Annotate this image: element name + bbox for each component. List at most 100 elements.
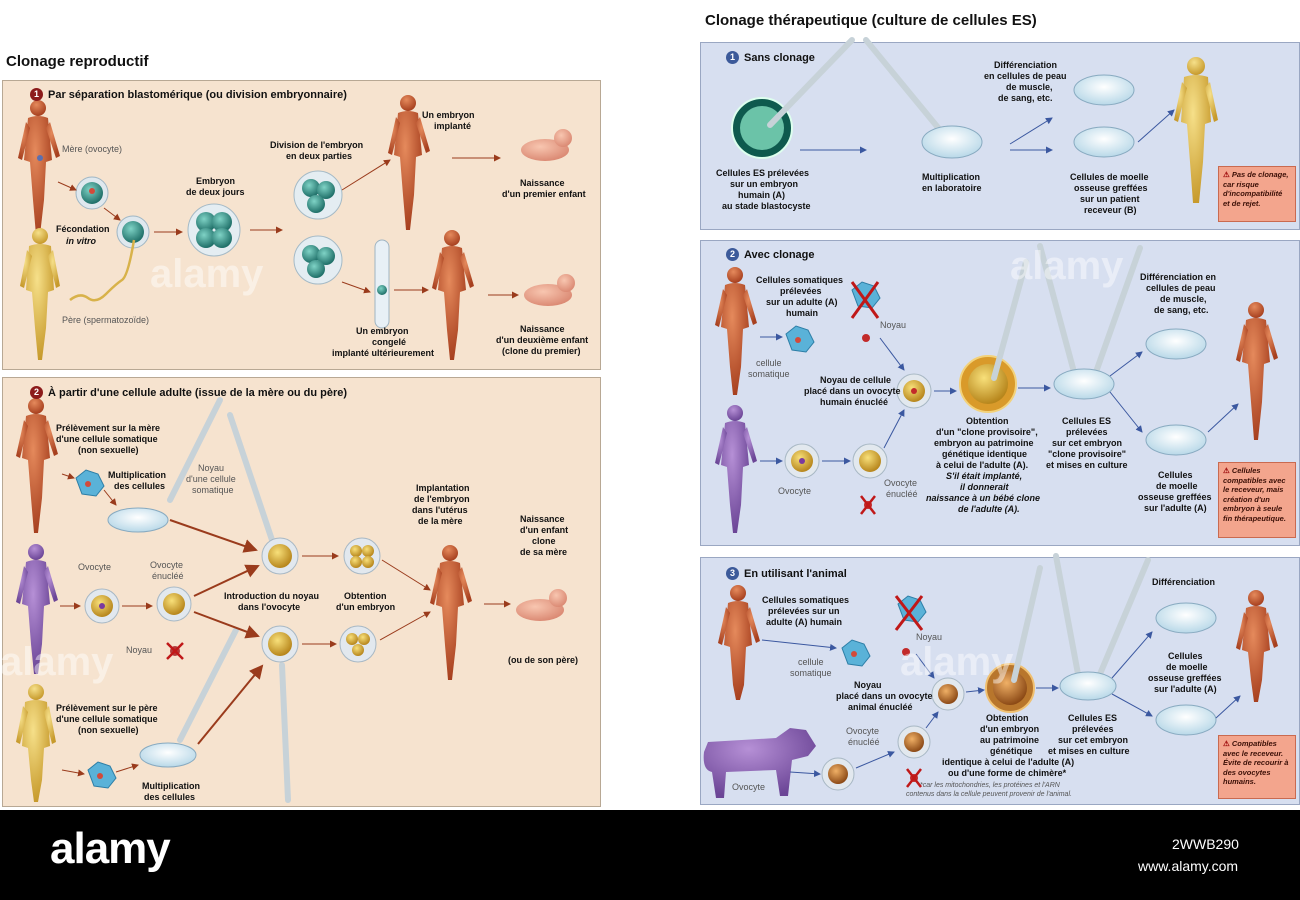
label-mult2-1: Multiplication xyxy=(142,781,200,791)
label-moelle3-3: osseuse greffées xyxy=(1148,673,1222,683)
label-implant-1: Implantation xyxy=(416,483,470,493)
label-ovocyte3: Ovocyte xyxy=(732,782,766,792)
label-som-2: prélevées xyxy=(780,286,822,296)
right-section-title: Clonage thérapeutique (culture de cellul… xyxy=(705,12,1037,29)
panel-title-text: Avec clonage xyxy=(744,248,815,261)
label-ovocyte-enuc-1: Ovocyte xyxy=(150,560,184,570)
label-obt-9: de l'adulte (A). xyxy=(958,504,1020,514)
step-number: 1 xyxy=(30,88,43,101)
warning-box: ⚠ Pas de clonage, car risque d'incompati… xyxy=(1218,166,1296,222)
label-es-1: Cellules ES prélevées xyxy=(716,168,810,178)
label-naiss-2: d'un enfant xyxy=(520,525,569,535)
label-noyau-cell-3: humain énucléé xyxy=(820,397,889,407)
label-es3-3: sur cet embryon xyxy=(1058,735,1129,745)
label-implante: implanté xyxy=(434,121,472,131)
cow-figure xyxy=(703,728,816,798)
panel-title-text: En utilisant l'animal xyxy=(744,567,847,580)
label-es2-5: et mises en culture xyxy=(1046,460,1128,470)
illustration-layer xyxy=(16,37,1278,803)
label-noyau: Noyau xyxy=(880,320,907,330)
label-moelle-2: osseuse greffées xyxy=(1074,183,1148,193)
label-implant-3: dans l'utérus xyxy=(412,505,468,515)
label-noyau-som-3: somatique xyxy=(192,485,234,495)
label-ovocyte: Ovocyte xyxy=(78,562,112,572)
warning-icon: ⚠ xyxy=(1223,170,1230,179)
label-es3-4: et mises en culture xyxy=(1048,746,1130,756)
image-id: 2WWB290 xyxy=(1172,836,1239,852)
watermark: alamy xyxy=(900,640,1014,684)
label-pere-alt: (ou de son père) xyxy=(508,655,579,665)
label-ovo-enuc-2: énucléé xyxy=(886,489,918,499)
label-obt-7: il donnerait xyxy=(960,482,1009,492)
label-prel-mere-3: (non sexuelle) xyxy=(78,445,139,455)
label-moelle3-2: de moelle xyxy=(1166,662,1208,672)
label-naiss-4: de sa mère xyxy=(520,547,568,557)
label-noyau-som-1: Noyau xyxy=(198,463,225,473)
label-cell-som-1: cellule xyxy=(756,358,782,368)
label-obt3-6: ou d'une forme de chimère* xyxy=(948,768,1067,778)
label-obt-2: d'un "clone provisoire", xyxy=(936,427,1038,437)
label-mult1-2: des cellules xyxy=(114,481,166,491)
label-diff2-2: cellules de peau xyxy=(1146,283,1216,293)
label-ovo-enuc-1: Ovocyte xyxy=(884,478,918,488)
label-obt-5: à celui de l'adulte (A). xyxy=(936,460,1029,470)
label-mult1-1: Multiplication xyxy=(108,470,166,480)
label-noyau-pl-2: placé dans un ovocyte xyxy=(836,691,933,701)
footnote-2: contenus dans la cellule peuvent proveni… xyxy=(906,791,1072,798)
label-obtention-1: Obtention xyxy=(344,591,387,601)
label-division: Division de l'embryon xyxy=(270,140,364,150)
mother-figure xyxy=(18,100,60,235)
label-diff-3: de muscle, xyxy=(1006,82,1053,92)
warning-text: Cellules compatibles avec le receveur, m… xyxy=(1223,466,1286,523)
label-obt3-4: génétique xyxy=(990,746,1033,756)
watermark: alamy xyxy=(150,252,264,296)
label-obt3-3: au patrimoine xyxy=(980,735,1040,745)
label-moelle3-1: Cellules xyxy=(1168,651,1203,661)
label-noyau-som-2: d'une cellule xyxy=(186,474,236,484)
label-congele-2: congelé xyxy=(372,337,407,347)
label-prel-mere-2: d'une cellule somatique xyxy=(56,434,158,444)
label-noyau3: Noyau xyxy=(916,632,943,642)
label-ovo-enuc3-2: énucléé xyxy=(848,737,880,747)
label-clone-premier: (clone du premier) xyxy=(502,346,581,356)
step-number: 1 xyxy=(726,51,739,64)
label-moelle2-1: Cellules xyxy=(1158,470,1193,480)
label-obt-1: Obtention xyxy=(966,416,1009,426)
label-embryon-implante: Un embryon xyxy=(422,110,475,120)
label-es2-4: "clone provisoire" xyxy=(1048,449,1127,459)
label-moelle2-2: de moelle xyxy=(1156,481,1198,491)
label-noyau-pl-1: Noyau xyxy=(854,680,882,690)
label-es-2: sur un embryon xyxy=(730,179,799,189)
label-mult2-2: des cellules xyxy=(144,792,196,802)
label-deux-parties: en deux parties xyxy=(286,151,353,161)
footer-bar: alamy 2WWB290 www.alamy.com xyxy=(0,810,1300,900)
label-congele-3: implanté ultérieurement xyxy=(332,348,435,358)
label-som-3: sur un adulte (A) xyxy=(766,297,838,307)
label-diff-1: Différenciation xyxy=(994,60,1058,70)
label-noyau-cell-2: placé dans un ovocyte xyxy=(804,386,901,396)
step-number: 2 xyxy=(30,386,43,399)
label-moelle2-3: osseuse greffées xyxy=(1138,492,1212,502)
label-obtention-2: d'un embryon xyxy=(336,602,396,612)
label-cell-som3-2: somatique xyxy=(790,668,832,678)
label-moelle-4: receveur (B) xyxy=(1084,205,1137,215)
label-ovo-enuc3-1: Ovocyte xyxy=(846,726,880,736)
label-ovocyte: Ovocyte xyxy=(778,486,812,496)
label-intro-2: dans l'ovocyte xyxy=(238,602,301,612)
label-diff-2: en cellules de peau xyxy=(984,71,1067,81)
label-cell-som-2: somatique xyxy=(748,369,790,379)
footer-url: www.alamy.com xyxy=(1138,858,1239,874)
label-cell-som3-1: cellule xyxy=(798,657,824,667)
label-diff3: Différenciation xyxy=(1152,577,1216,587)
label-moelle3-4: sur l'adulte (A) xyxy=(1154,684,1217,694)
warning-icon: ⚠ xyxy=(1223,739,1230,748)
label-moelle2-4: sur l'adulte (A) xyxy=(1144,503,1207,513)
label-naissance-2: Naissance xyxy=(520,324,565,334)
label-som3-3: adulte (A) humain xyxy=(766,617,842,627)
label-es3-2: prélevées xyxy=(1072,724,1114,734)
panel-blastomere xyxy=(2,80,601,370)
panel-animal xyxy=(700,557,1300,805)
